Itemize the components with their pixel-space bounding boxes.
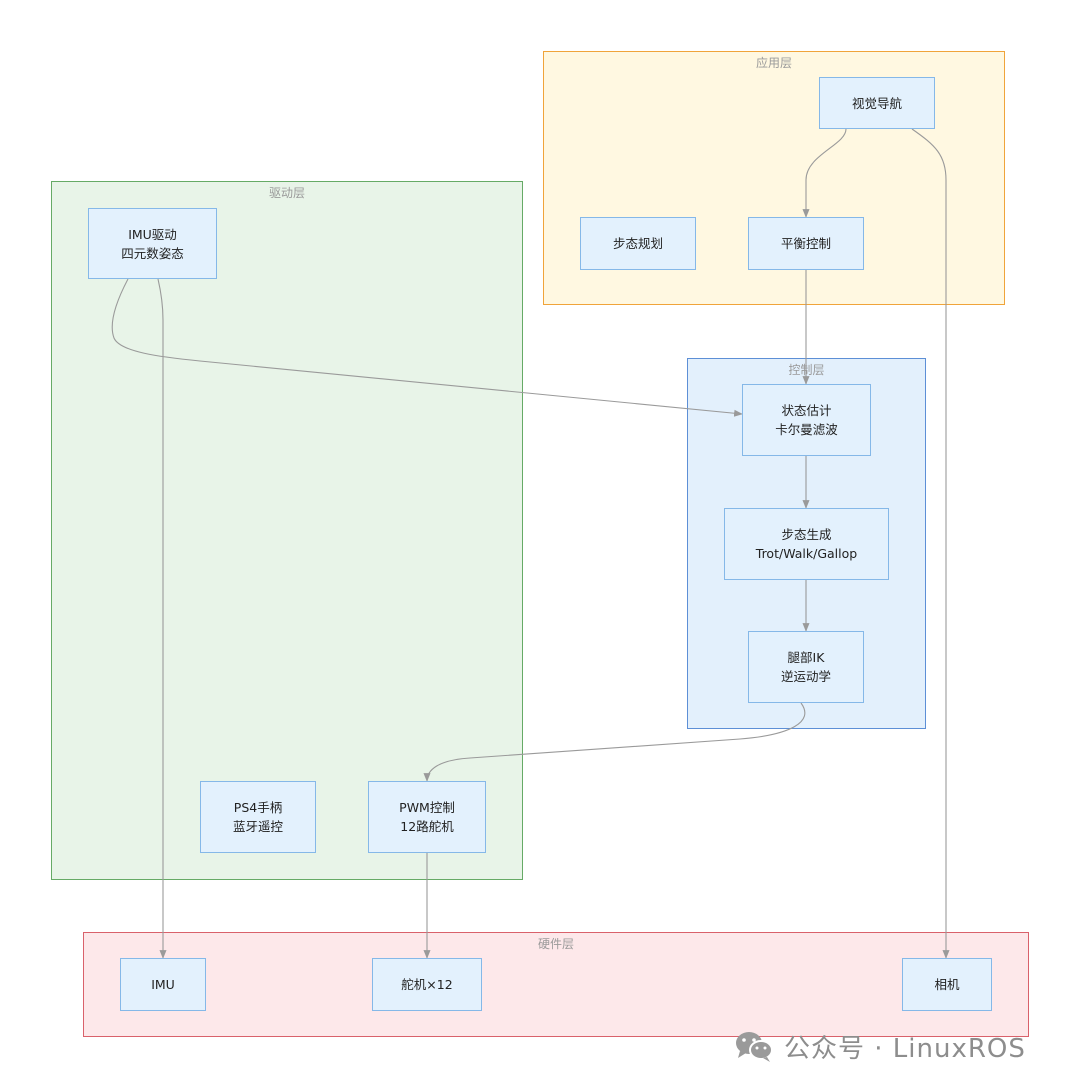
node-servo[interactable]: 舵机×12 — [372, 958, 482, 1011]
node-visual-nav[interactable]: 视觉导航 — [819, 77, 935, 129]
edge-visual-nav-to-balance — [802, 128, 847, 218]
node-label-line: 卡尔曼滤波 — [775, 422, 838, 437]
layer-driver-title: 驱动层 — [268, 186, 305, 200]
node-label-line: 步态生成 — [781, 527, 832, 542]
layer-app-title: 应用层 — [755, 56, 792, 70]
edge-imu-driver-to-imu — [157, 278, 167, 959]
layer-hardware: 硬件层 — [83, 932, 1029, 1037]
node-label-line: 12路舵机 — [400, 819, 454, 834]
layer-driver: 驱动层 — [51, 181, 523, 880]
node-label-line: 逆运动学 — [780, 669, 831, 684]
node-gait-generation[interactable]: 步态生成 Trot/Walk/Gallop — [724, 508, 889, 580]
node-label-line: 平衡控制 — [780, 236, 831, 251]
node-label-line: IMU — [151, 977, 175, 992]
node-label-line: PWM控制 — [399, 800, 455, 815]
edge-visual-nav-to-camera — [911, 128, 950, 959]
node-label-line: 舵机×12 — [401, 977, 453, 992]
node-gait-plan[interactable]: 步态规划 — [580, 217, 696, 270]
node-camera[interactable]: 相机 — [902, 958, 992, 1011]
node-label-line: 腿部IK — [787, 650, 825, 665]
node-label-line: 相机 — [934, 977, 960, 992]
node-label-line: 四元数姿态 — [121, 245, 184, 261]
node-label-line: 状态估计 — [781, 403, 832, 418]
node-balance-control[interactable]: 平衡控制 — [748, 217, 864, 270]
node-label-line: PS4手柄 — [233, 800, 283, 815]
node-imu[interactable]: IMU — [120, 958, 206, 1011]
wechat-icon — [736, 1032, 773, 1062]
edge-leg-ik-to-pwm — [423, 702, 806, 782]
node-label-line: 步态规划 — [612, 236, 663, 251]
node-label-line: IMU驱动 — [128, 226, 177, 242]
node-leg-ik[interactable]: 腿部IK 逆运动学 — [748, 631, 864, 703]
node-ps4-controller[interactable]: PS4手柄蓝牙遥控 — [200, 781, 316, 853]
node-imu-driver[interactable]: IMU驱动四元数姿态 — [88, 208, 217, 279]
node-state-estimation[interactable]: 状态估计卡尔曼滤波 — [742, 384, 871, 456]
node-label-line: 蓝牙遥控 — [232, 819, 283, 834]
watermark-text: 公众号 · LinuxROS — [784, 1033, 1026, 1064]
node-pwm-control[interactable]: PWM控制 12路舵机 — [368, 781, 486, 853]
node-label-line: 视觉导航 — [851, 95, 902, 111]
node-label-line: Trot/Walk/Gallop — [755, 546, 858, 561]
edge-imu-driver-to-state-est — [111, 278, 743, 417]
watermark: 公众号 · LinuxROS — [734, 1026, 1026, 1066]
layer-hardware-title: 硬件层 — [537, 937, 574, 951]
